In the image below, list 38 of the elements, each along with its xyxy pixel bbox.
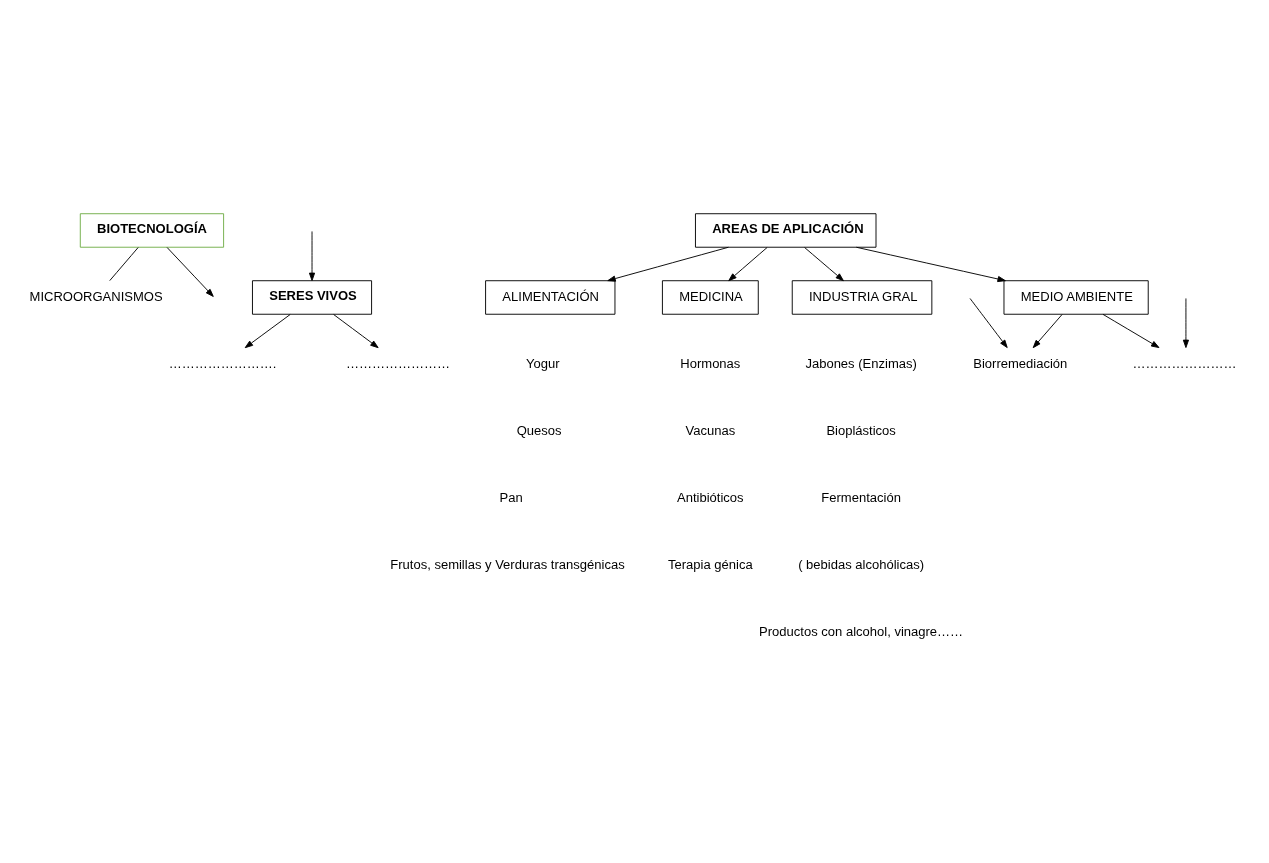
arrow (855, 246, 1006, 283)
arrow (1032, 314, 1063, 349)
arrow (1102, 313, 1160, 349)
node-box: BIOTECNOLOGÍA (79, 213, 225, 248)
node-text: MICROORGANISMOS (29, 288, 163, 304)
label: Terapia génica (668, 556, 753, 572)
arrow (1182, 298, 1189, 349)
label: Quesos (516, 422, 562, 438)
node-box: AREAS DE APLICACIÓN (695, 213, 877, 248)
label: Bioplásticos (826, 422, 896, 438)
node-text: Biorremediación (973, 355, 1068, 371)
label: Jabones (Enzimas) (805, 355, 917, 371)
node-text: ……………………. (168, 355, 277, 371)
label: Fermentación (821, 489, 901, 505)
label: Yogur (526, 355, 560, 371)
label: Pan (499, 489, 523, 505)
node-box: ALIMENTACIÓN (485, 280, 616, 315)
label: Antibióticos (677, 489, 744, 505)
label: Hormonas (680, 355, 741, 371)
arrow (728, 247, 768, 282)
node-text: …………………… (345, 355, 451, 371)
label: ( bebidas alcohólicas) (798, 556, 925, 572)
arrow (804, 247, 844, 282)
label: Vacunas (685, 422, 736, 438)
node-box: INDUSTRIA GRAL (791, 280, 933, 315)
node-box: SERES VIVOS (252, 280, 373, 315)
label: Frutos, semillas y Verduras transgénicas (390, 556, 625, 572)
arrow (969, 298, 1008, 349)
node-text: …………………… (1132, 355, 1237, 371)
arrow (333, 314, 379, 349)
label: Productos con alcohol, vinagre…… (759, 623, 964, 639)
connector (109, 247, 139, 282)
node-box: MEDIO AMBIENTE (1003, 280, 1149, 315)
arrow (244, 314, 291, 349)
arrow (607, 246, 729, 282)
arrow (308, 231, 316, 281)
arrow (166, 247, 214, 297)
node-box: MEDICINA (661, 280, 759, 315)
